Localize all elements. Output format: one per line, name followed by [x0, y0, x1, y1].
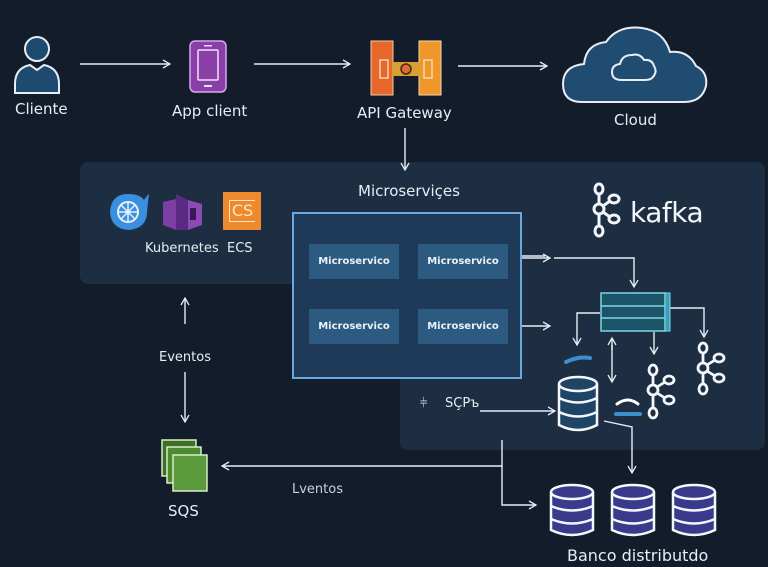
kafka-brand-text: kafka: [630, 196, 704, 229]
api-gateway-icon: [370, 40, 442, 96]
kafka-topic-queue[interactable]: [600, 292, 672, 338]
cloud-label: Cloud: [614, 111, 657, 129]
kubernetes-label: Kubernetes: [145, 241, 219, 256]
cloud-node[interactable]: [560, 22, 710, 110]
kafka-broker-icon: [696, 341, 726, 396]
kubernetes-node[interactable]: [108, 192, 150, 236]
distributed-db-group[interactable]: [548, 482, 722, 546]
microservice-box[interactable]: Microservico: [418, 309, 508, 344]
kafka-broker-icon: [646, 363, 676, 420]
arrow-to-sqs: [220, 440, 503, 471]
microservice-box[interactable]: Microservico: [309, 244, 399, 279]
sqs-label: SQS: [168, 502, 199, 520]
kafka-logo[interactable]: [590, 182, 624, 244]
kubernetes-icon: [110, 194, 149, 230]
cloud-icon: [561, 26, 708, 103]
microservice-box[interactable]: Microservico: [418, 244, 508, 279]
mobile-icon: [189, 40, 227, 93]
ecs-icon: CS: [223, 192, 261, 230]
sqs-icon: [161, 439, 208, 492]
ecs-label: ECS: [227, 241, 253, 256]
app-client-node[interactable]: [188, 40, 228, 98]
cliente-label: Cliente: [15, 100, 68, 118]
api-gateway-label: API Gateway: [357, 104, 452, 122]
database-icon: [557, 375, 599, 432]
sqs-node[interactable]: [160, 438, 210, 498]
container-service-node[interactable]: [162, 192, 204, 236]
arrow-to-db: [501, 466, 538, 510]
scps-hook-icon: ⫩: [420, 396, 428, 411]
user-icon: [14, 36, 60, 94]
distributed-db-icons: [549, 483, 717, 537]
arrow-to-queue: [554, 257, 639, 289]
microservices-title: Microserviçes: [358, 182, 460, 200]
kafka-broker-node[interactable]: [694, 341, 728, 403]
ecs-node[interactable]: CS: [223, 192, 261, 230]
arrow-queue-kafka2: [668, 307, 709, 339]
kafka-db-node[interactable]: [556, 375, 600, 439]
db-cylinder-3: [671, 483, 717, 537]
microservice-box[interactable]: Microservico: [309, 309, 399, 344]
db-cylinder-1: [549, 483, 595, 537]
eventos-label: Eventos: [159, 350, 211, 365]
api-gateway-node[interactable]: [370, 40, 442, 100]
queue-icon: [600, 292, 671, 332]
scps-label: SÇPъ: [445, 396, 480, 411]
sqs-edge-label: Lventos: [292, 482, 343, 497]
kafka-icon: [592, 182, 621, 238]
arrow-queue-db: [572, 312, 600, 347]
arrow-db-down: [603, 420, 637, 475]
kafka-broker-node[interactable]: [644, 362, 678, 428]
cliente-node[interactable]: [12, 32, 62, 98]
container-service-icon: [163, 194, 202, 230]
microservices-container: [292, 212, 522, 379]
distributed-db-label: Banco distributdo: [567, 546, 709, 565]
db-cylinder-2: [610, 483, 656, 537]
app-client-label: App client: [172, 102, 248, 120]
